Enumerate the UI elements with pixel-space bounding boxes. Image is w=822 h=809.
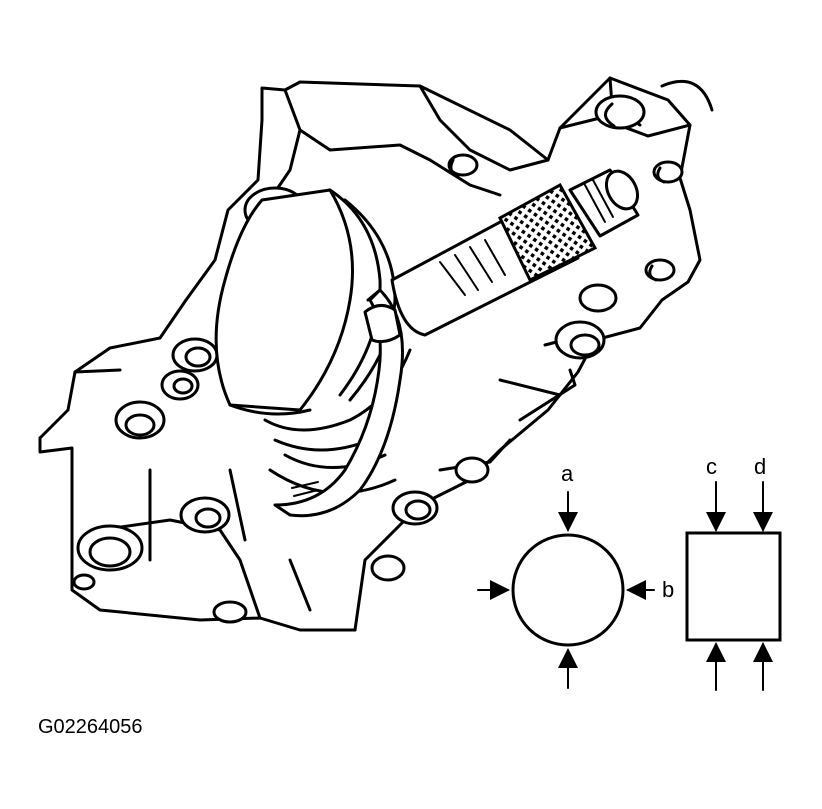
journal-cross-section-circle bbox=[511, 533, 625, 647]
label-c: c bbox=[706, 454, 717, 479]
label-b: b bbox=[662, 577, 674, 602]
micrometer-tool bbox=[273, 168, 640, 518]
engine-block-housing bbox=[38, 76, 714, 632]
journal-side-view-rect bbox=[685, 531, 782, 642]
figure-code: G02264056 bbox=[38, 716, 143, 738]
label-a: a bbox=[561, 461, 574, 486]
crankshaft-journal bbox=[214, 188, 412, 495]
side-view-diagram: c d bbox=[685, 454, 782, 691]
cross-section-diagram: a b bbox=[477, 461, 674, 689]
label-d: d bbox=[754, 454, 766, 479]
